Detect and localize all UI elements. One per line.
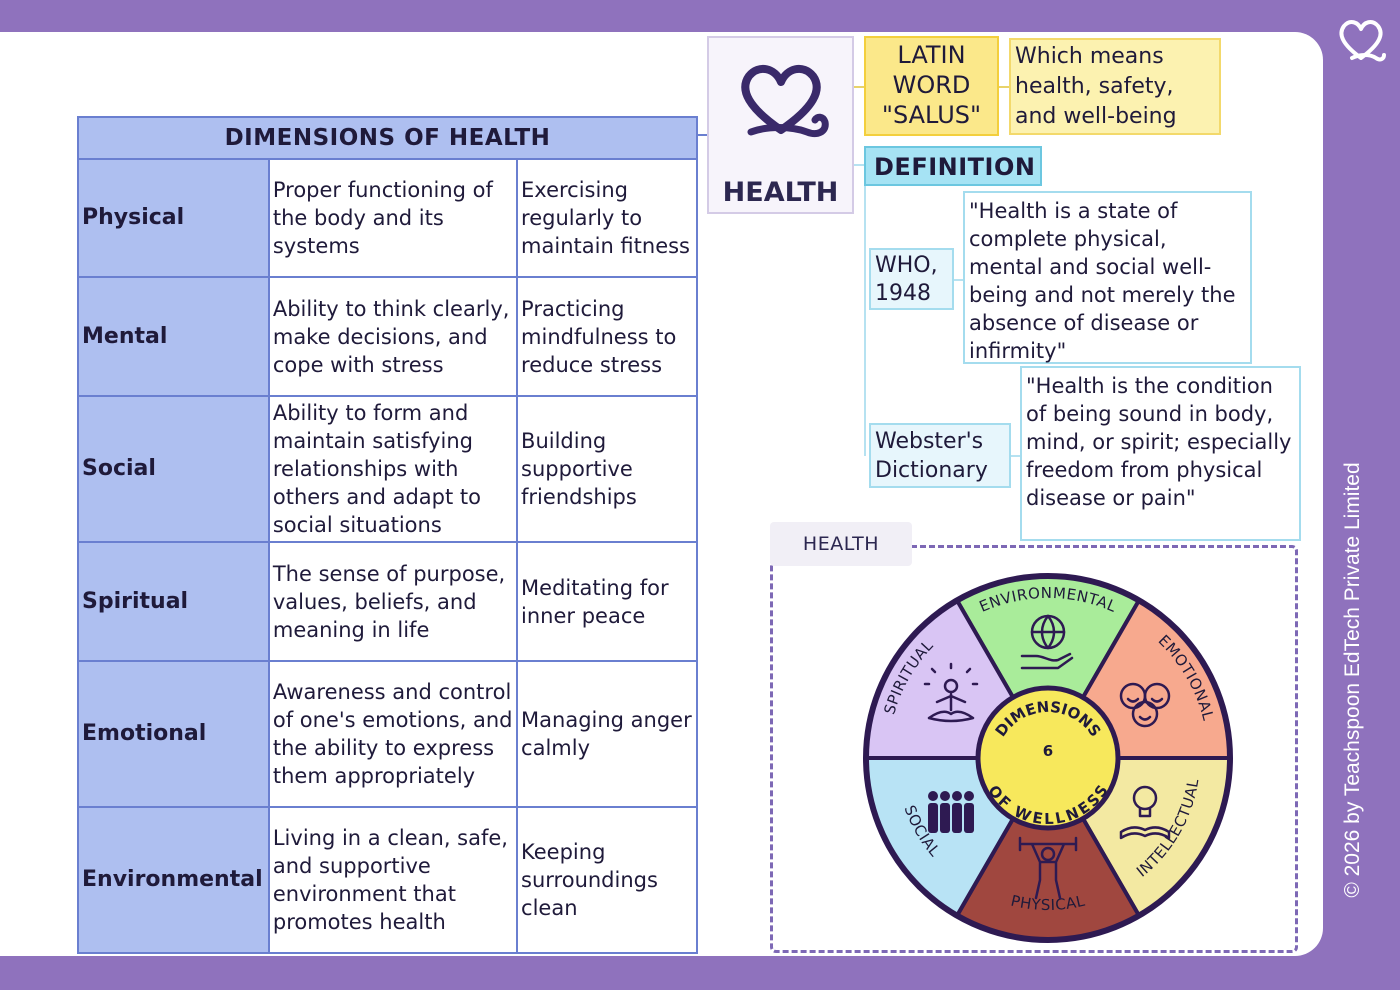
connector-line — [854, 86, 864, 88]
dimension-example: Building supportive friendships — [516, 395, 698, 543]
dimension-description: Awareness and control of one's emotions,… — [267, 660, 519, 808]
weightlifter-icon — [1018, 836, 1078, 900]
connector-line — [1011, 455, 1020, 457]
wheel-center — [975, 685, 1121, 831]
table-title: DIMENSIONS OF HEALTH — [77, 116, 698, 160]
table-row: Emotional Awareness and control of one's… — [77, 660, 698, 808]
table-row: Mental Ability to think clearly, make de… — [77, 276, 698, 397]
dimension-example: Meditating for inner peace — [516, 541, 698, 662]
lightbulb-book-icon — [1119, 785, 1171, 840]
faces-icon — [1119, 682, 1171, 728]
dimension-example: Exercising regularly to maintain fitness — [516, 158, 698, 278]
heart-loop-icon — [741, 64, 829, 138]
dimension-name: Mental — [77, 276, 270, 397]
connector-line — [999, 86, 1009, 88]
connector-line — [854, 164, 864, 166]
dimension-name: Environmental — [77, 806, 270, 954]
health-node: HEALTH — [707, 36, 854, 214]
dimension-description: Ability to think clearly, make decisions… — [267, 276, 519, 397]
wellness-panel — [770, 545, 1298, 953]
wellness-wheel: ENVIRONMENTALEMOTIONALINTELLECTUALPHYSIC… — [863, 573, 1233, 943]
table-row: Social Ability to form and maintain sati… — [77, 395, 698, 543]
connector-line — [697, 134, 708, 136]
dimension-description: Proper functioning of the body and its s… — [267, 158, 519, 278]
wheel-rim — [863, 573, 1233, 943]
dimension-example: Managing anger calmly — [516, 660, 698, 808]
dimension-name: Physical — [77, 158, 270, 278]
health-label: HEALTH — [722, 177, 839, 208]
dimension-description: Living in a clean, safe, and supportive … — [267, 806, 519, 954]
dimension-example: Keeping surroundings clean — [516, 806, 698, 954]
table-row: Spiritual The sense of purpose, values, … — [77, 541, 698, 662]
dimension-name: Social — [77, 395, 270, 543]
dimensions-table: DIMENSIONS OF HEALTH Physical Proper fun… — [77, 116, 698, 954]
copyright-notice: © 2026 by Teachspoon EdTech Private Limi… — [1341, 462, 1364, 898]
connector-line — [954, 279, 963, 281]
latin-word-box: LATIN WORD "SALUS" — [864, 36, 999, 136]
definition-quote: "Health is a state of complete physical,… — [963, 191, 1252, 364]
panel-tab: HEALTH — [770, 522, 912, 566]
wheel-center-number: 6 — [1043, 742, 1053, 760]
globe-hand-icon — [1020, 614, 1074, 670]
dimension-description: The sense of purpose, values, beliefs, a… — [267, 541, 519, 662]
connector-line — [864, 186, 866, 456]
dimension-description: Ability to form and maintain satisfying … — [267, 395, 519, 543]
meditation-icon — [923, 662, 979, 723]
definition-quote: "Health is the condition of being sound … — [1020, 366, 1301, 541]
dimension-name: Emotional — [77, 660, 270, 808]
dimension-example: Practicing mindfulness to reduce stress — [516, 276, 698, 397]
definition-source: Webster's Dictionary — [869, 423, 1011, 488]
wheel-segment-label: PHYSICAL — [1009, 892, 1087, 914]
heart-loop-icon — [1339, 20, 1386, 62]
group-icon — [928, 791, 975, 833]
meaning-box: Which means health, safety, and well-bei… — [1009, 38, 1221, 135]
definition-heading: DEFINITION — [864, 146, 1042, 186]
table-row: Environmental Living in a clean, safe, a… — [77, 806, 698, 954]
table-row: Physical Proper functioning of the body … — [77, 158, 698, 278]
definition-source: WHO, 1948 — [869, 248, 954, 310]
dimension-name: Spiritual — [77, 541, 270, 662]
